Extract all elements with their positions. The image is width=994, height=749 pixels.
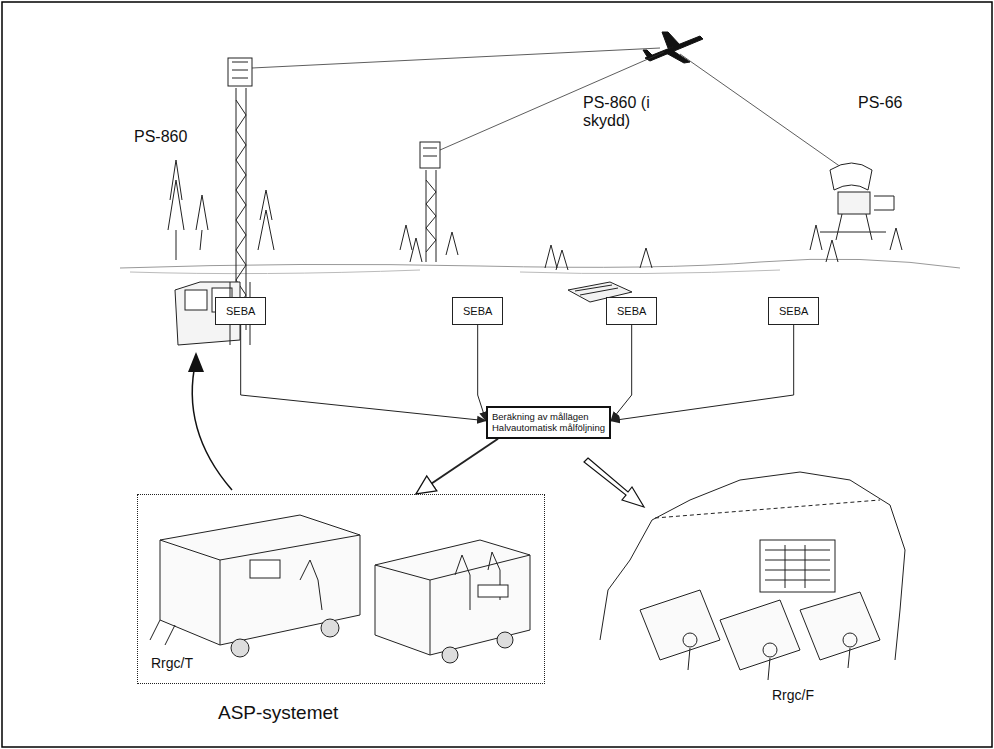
caption-label: ASP-systemet xyxy=(218,703,338,724)
airplane xyxy=(643,32,703,63)
trailer-left xyxy=(150,515,360,657)
caption-label: PS-860 xyxy=(134,128,187,146)
connector xyxy=(611,325,794,421)
connector xyxy=(416,439,498,494)
hollow-arrow xyxy=(584,458,644,507)
seba-box: SEBA xyxy=(768,297,819,325)
seba-box: SEBA xyxy=(606,297,657,325)
connector xyxy=(611,325,632,421)
ground xyxy=(130,270,780,274)
box-text: SEBA xyxy=(463,305,492,317)
trailer-right xyxy=(375,540,530,663)
box-text: SEBA xyxy=(779,305,808,317)
seba-box: SEBA xyxy=(452,297,503,325)
seba-box: SEBA xyxy=(215,297,266,325)
radar-ps66 xyxy=(810,163,902,262)
link-arrow-head xyxy=(188,352,204,372)
connector xyxy=(241,325,486,421)
caption-label: Rrgc/F xyxy=(772,688,814,703)
group-box: Rrgc/T xyxy=(137,494,545,684)
connector xyxy=(478,325,486,421)
box-text: SEBA xyxy=(226,305,255,317)
box-text: Beräkning av mållägen xyxy=(492,411,605,422)
unit-label: Rrgc/T xyxy=(149,655,195,671)
link-arrow xyxy=(192,360,232,490)
process-box: Beräkning av mållägenHalvautomatisk målf… xyxy=(486,406,611,439)
box-text: Halvautomatisk målföljning xyxy=(492,422,605,433)
sight-lines xyxy=(252,48,848,172)
caption-label: PS-66 xyxy=(858,94,902,112)
radar-tower xyxy=(400,142,458,262)
box-text: SEBA xyxy=(617,305,646,317)
caption-label: PS-860 (i skydd) xyxy=(583,94,673,129)
cave-centre xyxy=(600,472,905,680)
radar-shelter xyxy=(545,245,652,302)
